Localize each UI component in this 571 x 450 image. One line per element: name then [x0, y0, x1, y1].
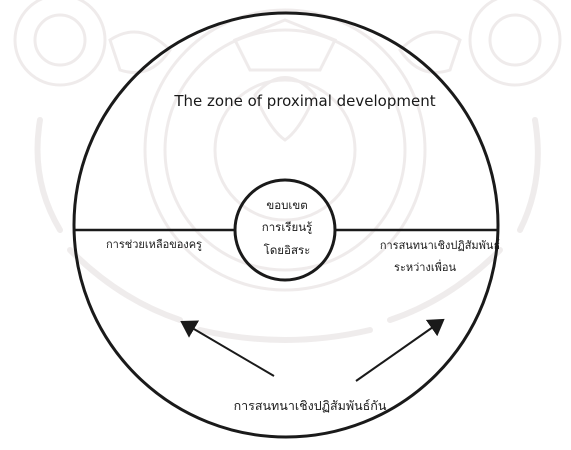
left-arrow: [180, 320, 275, 377]
inner-zone-line2: การเรียนรู้: [262, 220, 312, 234]
peer-interaction-label-line2: ระหว่างเพื่อน: [394, 259, 456, 274]
outer-zone-circle: [72, 11, 500, 439]
inner-zone-line1: ขอบเขต: [266, 198, 307, 212]
peer-interaction-label-line1: การสนทนาเชิงปฏิสัมพันธ์: [380, 239, 500, 252]
right-arrow: [355, 318, 445, 382]
zpd-title: The zone of proximal development: [173, 92, 435, 110]
watermark-text: [34, 117, 541, 343]
teacher-support-label: การช่วยเหลือของครู: [106, 238, 202, 251]
inner-zone-line3: โดยอิสระ: [264, 243, 311, 257]
interactive-dialogue-label: การสนทนาเชิงปฏิสัมพันธ์กัน: [234, 398, 387, 413]
watermark-seal: [13, 0, 562, 292]
inner-zone-circle: [233, 178, 337, 282]
